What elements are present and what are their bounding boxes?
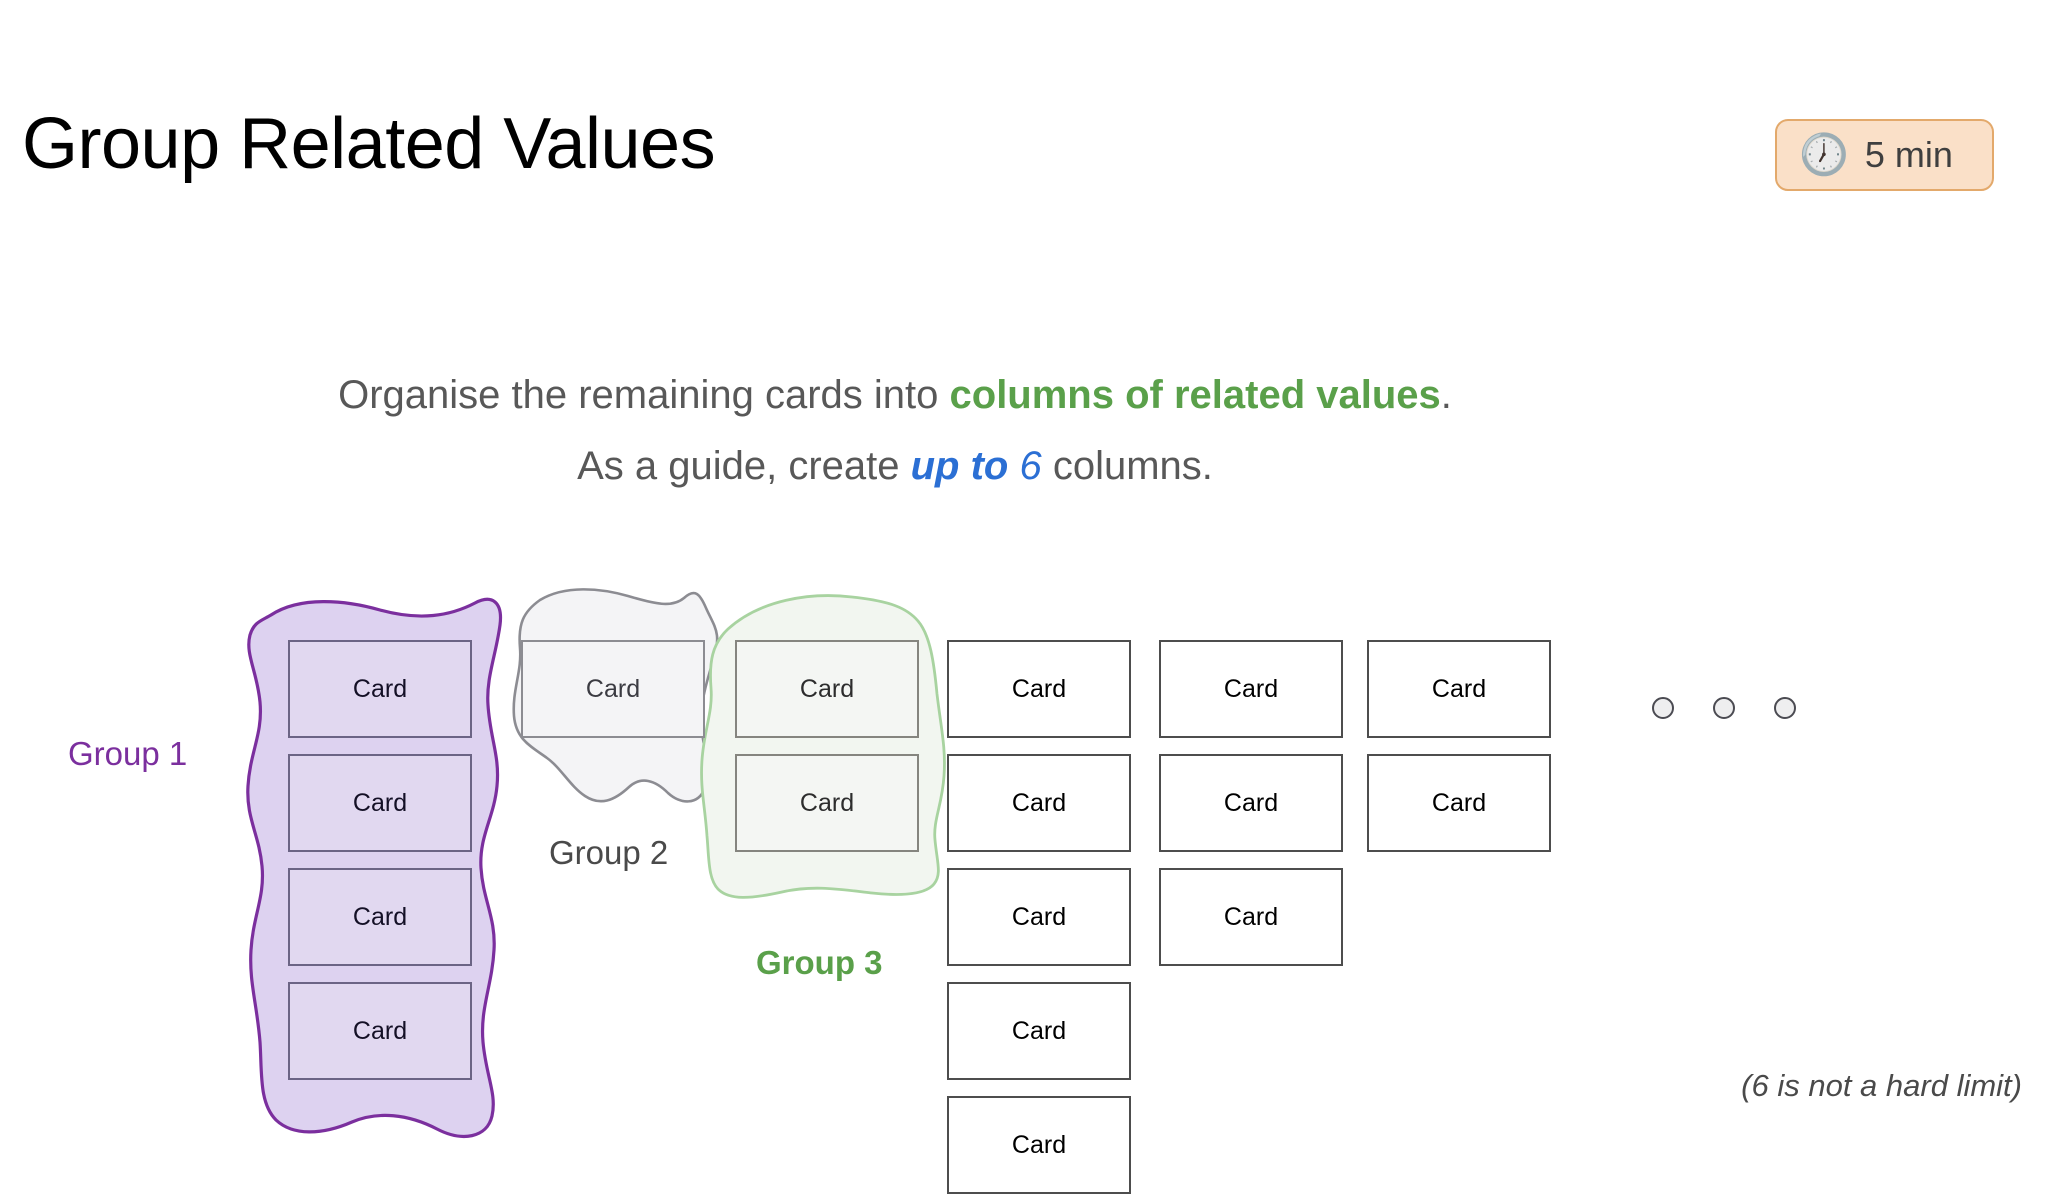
card-c6-2[interactable]: Card	[1367, 754, 1551, 852]
card-g1-4[interactable]: Card	[288, 982, 472, 1080]
subtitle-line2-after: columns.	[1041, 444, 1213, 488]
footnote: (6 is not a hard limit)	[1741, 1068, 2022, 1103]
card-g3-2[interactable]: Card	[735, 754, 919, 852]
card-c6-1[interactable]: Card	[1367, 640, 1551, 738]
subtitle-block: Organise the remaining cards into column…	[0, 360, 1790, 502]
group-2-label: Group 2	[549, 834, 669, 871]
ellipsis-dot-3	[1774, 697, 1796, 719]
page-title: Group Related Values	[22, 104, 716, 184]
clock-icon: 🕖	[1799, 133, 1849, 177]
subtitle-line1-highlight: columns of related values	[949, 373, 1441, 417]
card-g1-2[interactable]: Card	[288, 754, 472, 852]
subtitle-line-2: As a guide, create up to 6 columns.	[0, 431, 1790, 502]
subtitle-line2-emphasis: up to	[910, 444, 1009, 488]
card-c4-4[interactable]: Card	[947, 982, 1131, 1080]
subtitle-line-1: Organise the remaining cards into column…	[0, 360, 1790, 431]
ellipsis-dots	[1652, 697, 1796, 719]
slide-canvas: Group Related Values 🕖 5 min Organise th…	[0, 104, 2022, 1194]
card-c5-1[interactable]: Card	[1159, 640, 1343, 738]
subtitle-line2-before: As a guide, create	[577, 444, 911, 488]
subtitle-line2-number: 6	[1019, 444, 1042, 488]
card-g1-3[interactable]: Card	[288, 868, 472, 966]
subtitle-line1-before: Organise the remaining cards into	[338, 373, 950, 417]
card-c5-3[interactable]: Card	[1159, 868, 1343, 966]
card-g2-1[interactable]: Card	[521, 640, 705, 738]
group-3-label: Group 3	[756, 944, 883, 981]
card-g1-1[interactable]: Card	[288, 640, 472, 738]
ellipsis-dot-1	[1652, 697, 1674, 719]
card-g3-1[interactable]: Card	[735, 640, 919, 738]
card-c4-2[interactable]: Card	[947, 754, 1131, 852]
card-c5-2[interactable]: Card	[1159, 754, 1343, 852]
group-blob-layer	[246, 588, 946, 1138]
subtitle-line1-after: .	[1440, 373, 1452, 417]
group-1-label: Group 1	[68, 735, 188, 772]
timer-badge: 🕖 5 min	[1775, 119, 1994, 191]
card-c4-1[interactable]: Card	[947, 640, 1131, 738]
ellipsis-dot-2	[1713, 697, 1735, 719]
card-workspace: Card Card Card Card Card Card Card Card …	[68, 588, 1796, 1194]
card-c4-5[interactable]: Card	[947, 1096, 1131, 1194]
card-c4-3[interactable]: Card	[947, 868, 1131, 966]
timer-label: 5 min	[1864, 134, 1953, 175]
